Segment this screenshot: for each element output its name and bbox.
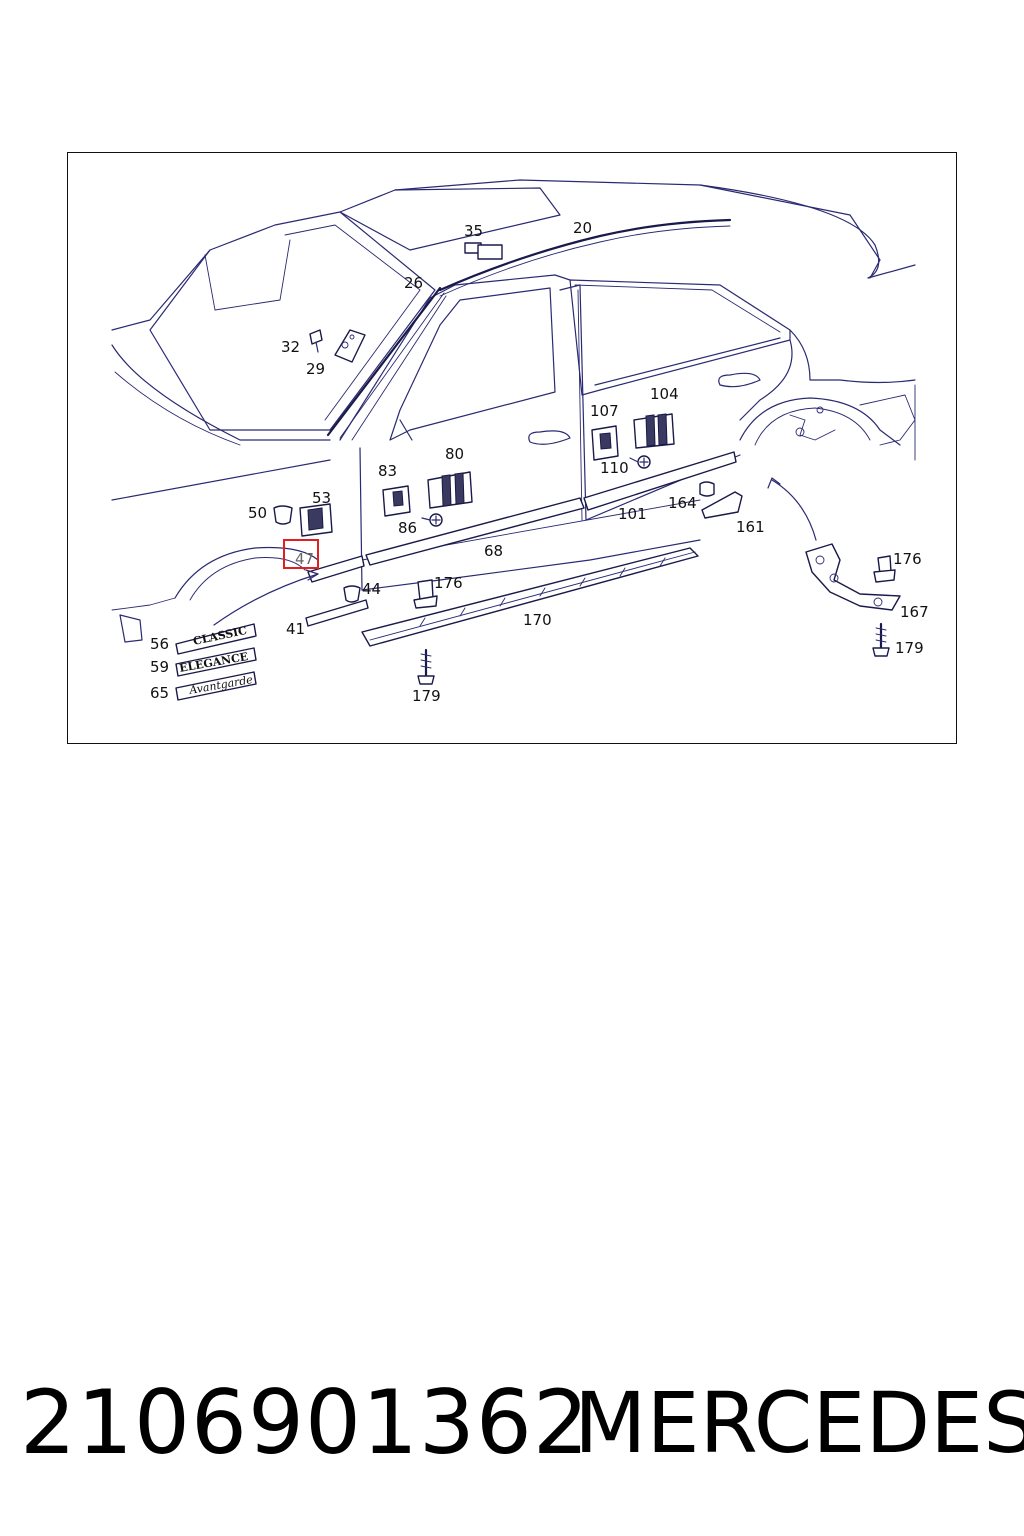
callout-107: 107 xyxy=(590,402,619,420)
screw-part-86 xyxy=(421,513,443,527)
clip-part-44 xyxy=(343,585,361,603)
clip-part-164 xyxy=(699,481,715,497)
arrow-to-rear-bracket xyxy=(771,479,817,541)
callout-44: 44 xyxy=(362,580,381,598)
svg-text:Avantgarde: Avantgarde xyxy=(187,673,254,697)
door-moulding-part-68 xyxy=(365,497,585,566)
callout-50: 50 xyxy=(248,504,267,522)
callout-164: 164 xyxy=(668,494,697,512)
callout-29: 29 xyxy=(306,360,325,378)
strip-part-41 xyxy=(305,599,369,627)
screw-part-110 xyxy=(629,455,651,469)
clip-part-50 xyxy=(273,505,293,525)
arrow-to-fender-head xyxy=(305,569,319,581)
clip-part-176-left xyxy=(413,579,438,609)
a-pillar-trim-part-26 xyxy=(326,286,442,437)
callout-110: 110 xyxy=(600,459,629,477)
callout-68: 68 xyxy=(484,542,503,560)
svg-text:ELEGANCE: ELEGANCE xyxy=(178,650,249,675)
highlight-box-part-47 xyxy=(283,539,319,569)
clip-part-104 xyxy=(633,413,675,449)
arrow-to-rear-bracket-head xyxy=(767,477,781,489)
brand-name: MERCEDES xyxy=(574,1374,1024,1472)
roof-moulding-part-20 xyxy=(438,218,732,292)
callout-32: 32 xyxy=(281,338,300,356)
callout-83: 83 xyxy=(378,462,397,480)
callout-59: 59 xyxy=(150,658,169,676)
screw-part-32 xyxy=(309,329,323,353)
callout-26: 26 xyxy=(404,274,423,292)
bracket-part-29 xyxy=(334,329,366,363)
arrow-to-fender xyxy=(213,573,319,626)
clip-part-53 xyxy=(299,503,333,537)
caption-bar: 2106901362 MERCEDES xyxy=(0,1368,1024,1478)
callout-179-right: 179 xyxy=(895,639,924,657)
callout-161: 161 xyxy=(736,518,765,536)
end-cap-part-161 xyxy=(701,491,743,519)
callout-56: 56 xyxy=(150,635,169,653)
clip-part-176-right xyxy=(873,555,896,583)
callout-41: 41 xyxy=(286,620,305,638)
callout-65: 65 xyxy=(150,684,169,702)
callout-170: 170 xyxy=(523,611,552,629)
car-body-outline xyxy=(111,179,916,643)
clip-part-83 xyxy=(382,485,411,517)
callout-35: 35 xyxy=(464,222,483,240)
sill-panel-part-170 xyxy=(361,547,699,647)
callout-176-right: 176 xyxy=(893,550,922,568)
clip-part-35 xyxy=(464,242,503,260)
clip-part-107 xyxy=(591,425,619,461)
door-moulding-part-101 xyxy=(583,451,737,511)
bracket-part-167 xyxy=(805,543,901,611)
callout-53: 53 xyxy=(312,489,331,507)
clip-part-80 xyxy=(427,471,473,509)
callout-86: 86 xyxy=(398,519,417,537)
screw-part-179-right xyxy=(872,622,890,657)
callout-101: 101 xyxy=(618,505,647,523)
callout-80: 80 xyxy=(445,445,464,463)
callout-179-bottom: 179 xyxy=(412,687,441,705)
screw-part-179-bottom xyxy=(417,648,435,685)
callout-104: 104 xyxy=(650,385,679,403)
badge-avantgarde: Avantgarde xyxy=(175,671,257,701)
callout-47: 47 xyxy=(295,550,314,568)
callout-20: 20 xyxy=(573,219,592,237)
callout-labels: 20 35 26 32 29 104 107 80 110 83 53 164 … xyxy=(150,219,929,705)
callout-167: 167 xyxy=(900,603,929,621)
part-number: 2106901362 xyxy=(20,1371,590,1474)
callout-176-left: 176 xyxy=(434,574,463,592)
